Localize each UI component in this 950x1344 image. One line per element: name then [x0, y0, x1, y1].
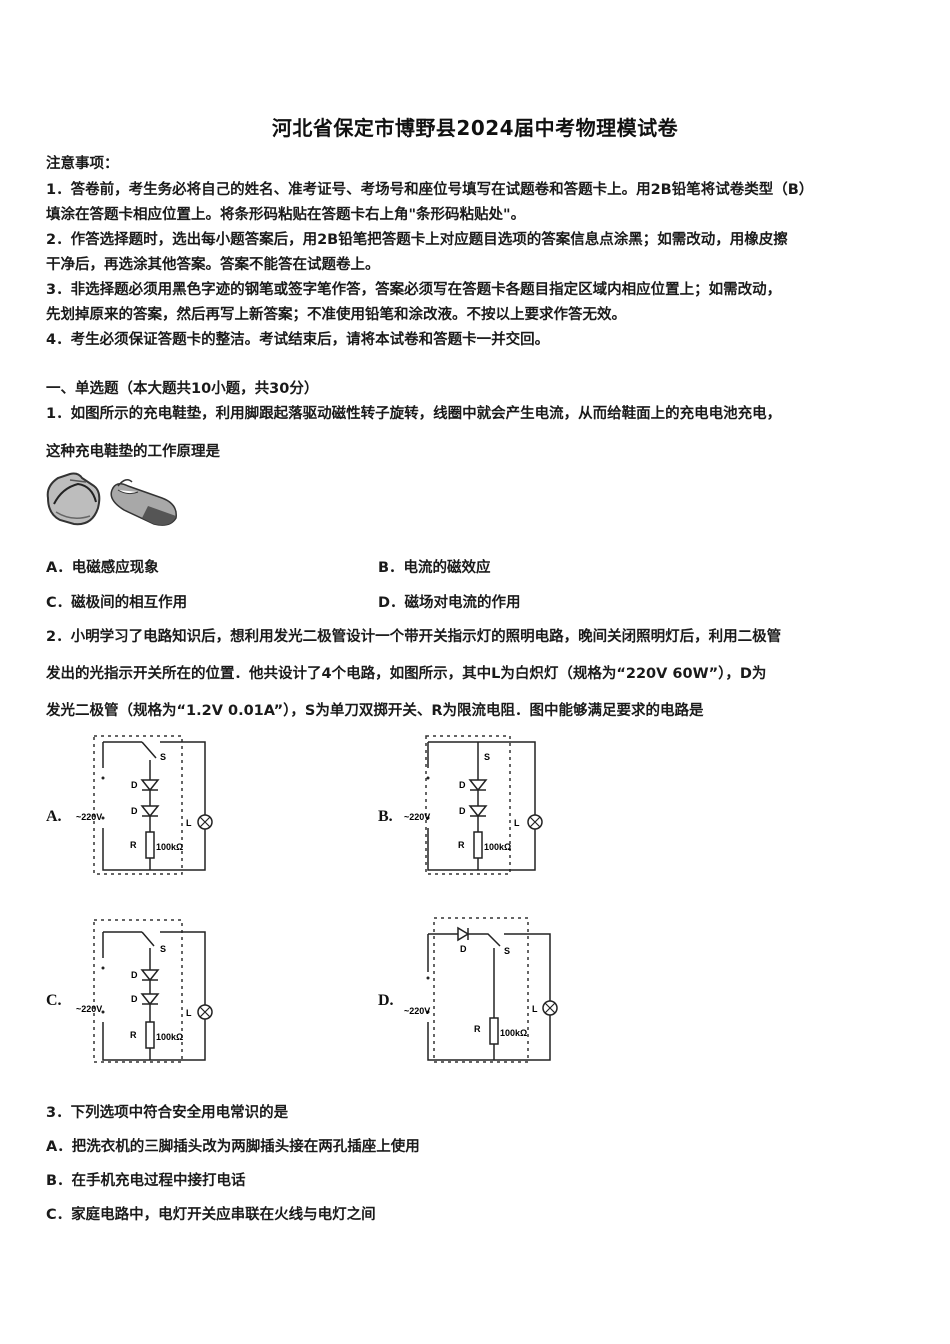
- q1-option-a[interactable]: A．电磁感应现象: [46, 560, 159, 576]
- svg-text:S: S: [160, 752, 166, 762]
- svg-text:L: L: [532, 1004, 538, 1014]
- question-1-stem: 1．如图所示的充电鞋垫，利用脚跟起落驱动磁性转子旋转，线圈中就会产生电流，从而给…: [46, 406, 782, 422]
- svg-text:R: R: [458, 840, 465, 850]
- svg-text:D: D: [131, 806, 138, 816]
- svg-text:D: D: [459, 780, 466, 790]
- svg-text:D: D: [131, 780, 138, 790]
- svg-text:100kΩ: 100kΩ: [156, 842, 183, 852]
- svg-text:100kΩ: 100kΩ: [156, 1032, 183, 1042]
- voltage-label: ~220V: [76, 812, 102, 822]
- notice-line: 填涂在答题卡相应位置上。将条形码粘贴在答题卡右上角"条形码粘贴处"。: [46, 207, 526, 223]
- circuit-diagram-c: ~220V S D D R 100kΩ L: [70, 912, 220, 1076]
- svg-text:D: D: [131, 970, 138, 980]
- q1-option-c[interactable]: C．磁极间的相互作用: [46, 595, 188, 611]
- question-1-stem: 这种充电鞋垫的工作原理是: [46, 444, 220, 460]
- q1-option-d[interactable]: D．磁场对电流的作用: [378, 595, 521, 611]
- svg-text:~220V: ~220V: [404, 1006, 430, 1016]
- circuit-diagram-b: ~220V S D D R 100kΩ L: [400, 730, 550, 884]
- notice-heading: 注意事项：: [46, 156, 119, 172]
- question-2-stem: 发光二极管（规格为“1.2V 0.01A”），S为单刀双掷开关、R为限流电阻．图…: [46, 703, 704, 719]
- notice-line: 2．作答选择题时，选出每小题答案后，用2B铅笔把答题卡上对应题目选项的答案信息点…: [46, 232, 788, 248]
- notice-line: 1．答卷前，考生务必将自己的姓名、准考证号、考场号和座位号填写在试题卷和答题卡上…: [46, 182, 814, 198]
- notice-line: 4．考生必须保证答题卡的整洁。考试结束后，请将本试卷和答题卡一并交回。: [46, 332, 550, 348]
- q2-option-b[interactable]: B.: [378, 808, 393, 825]
- q2-option-d[interactable]: D.: [378, 992, 394, 1009]
- svg-text:D: D: [459, 806, 466, 816]
- svg-text:D: D: [131, 994, 138, 1004]
- svg-text:R: R: [474, 1024, 481, 1034]
- svg-text:L: L: [514, 818, 520, 828]
- svg-text:100kΩ: 100kΩ: [484, 842, 511, 852]
- q3-option-b[interactable]: B．在手机充电过程中接打电话: [46, 1173, 246, 1189]
- q1-option-b[interactable]: B．电流的磁效应: [378, 560, 491, 576]
- svg-text:D: D: [460, 944, 467, 954]
- circuit-diagram-a: ~220V S D D R 100kΩ L: [70, 730, 220, 884]
- question-2-stem: 2．小明学习了电路知识后，想利用发光二极管设计一个带开关指示灯的照明电路，晚间关…: [46, 629, 782, 645]
- notice-line: 3．非选择题必须用黑色字迹的钢笔或签字笔作答，答案必须写在答题卡各题目指定区域内…: [46, 282, 782, 298]
- svg-text:100kΩ: 100kΩ: [500, 1028, 527, 1038]
- svg-text:L: L: [186, 818, 192, 828]
- circuit-diagram-d: ~220V S D R 100kΩ L: [400, 912, 560, 1076]
- q2-option-c[interactable]: C.: [46, 992, 62, 1009]
- svg-text:L: L: [186, 1008, 192, 1018]
- svg-text:S: S: [484, 752, 490, 762]
- notice-line: 干净后，再选涂其他答案。答案不能答在试题卷上。: [46, 257, 380, 273]
- svg-text:R: R: [130, 1030, 137, 1040]
- shoe-icon: [46, 472, 101, 526]
- notice-line: 先划掉原来的答案，然后再写上新答案；不准使用铅笔和涂改液。不按以上要求作答无效。: [46, 307, 626, 323]
- q2-option-a[interactable]: A.: [46, 808, 62, 825]
- svg-text:R: R: [130, 840, 137, 850]
- question-2-stem: 发出的光指示开关所在的位置．他共设计了4个电路，如图所示，其中L为白炽灯（规格为…: [46, 666, 767, 682]
- svg-text:S: S: [160, 944, 166, 954]
- insole-icon: [110, 479, 177, 526]
- svg-text:~220V: ~220V: [76, 1004, 102, 1014]
- question-3-stem: 3．下列选项中符合安全用电常识的是: [46, 1105, 289, 1121]
- svg-text:~220V: ~220V: [404, 812, 430, 822]
- page-title: 河北省保定市博野县2024届中考物理模试卷: [271, 116, 679, 140]
- q3-option-c[interactable]: C．家庭电路中，电灯开关应串联在火线与电灯之间: [46, 1207, 376, 1223]
- shoe-insole-figure: [42, 468, 182, 536]
- q3-option-a[interactable]: A．把洗衣机的三脚插头改为两脚插头接在两孔插座上使用: [46, 1139, 420, 1155]
- section-heading: 一、单选题（本大题共10小题，共30分）: [46, 381, 319, 397]
- svg-text:S: S: [504, 946, 510, 956]
